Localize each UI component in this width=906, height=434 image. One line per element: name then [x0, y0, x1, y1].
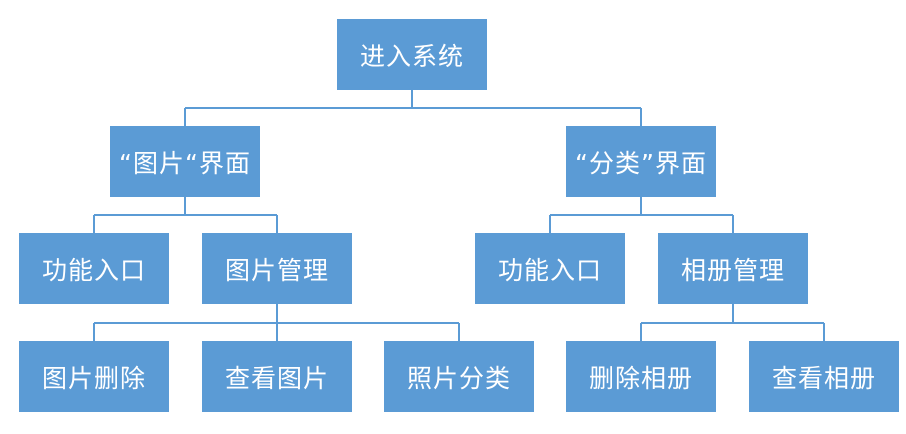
- node-photo-management: 图片管理: [202, 233, 352, 304]
- node-category-function-entry: 功能入口: [475, 233, 625, 304]
- node-enter-system: 进入系统: [337, 19, 487, 90]
- node-photo-function-entry: 功能入口: [19, 233, 169, 304]
- node-view-album: 查看相册: [749, 341, 899, 412]
- node-delete-album: 删除相册: [566, 341, 716, 412]
- node-category-screen: “分类”界面: [566, 126, 716, 197]
- node-view-photo: 查看图片: [202, 341, 352, 412]
- node-delete-photo: 图片删除: [19, 341, 169, 412]
- node-album-management: 相册管理: [658, 233, 808, 304]
- node-photo-screen: “图片“界面: [110, 126, 260, 197]
- node-classify-photo: 照片分类: [384, 341, 534, 412]
